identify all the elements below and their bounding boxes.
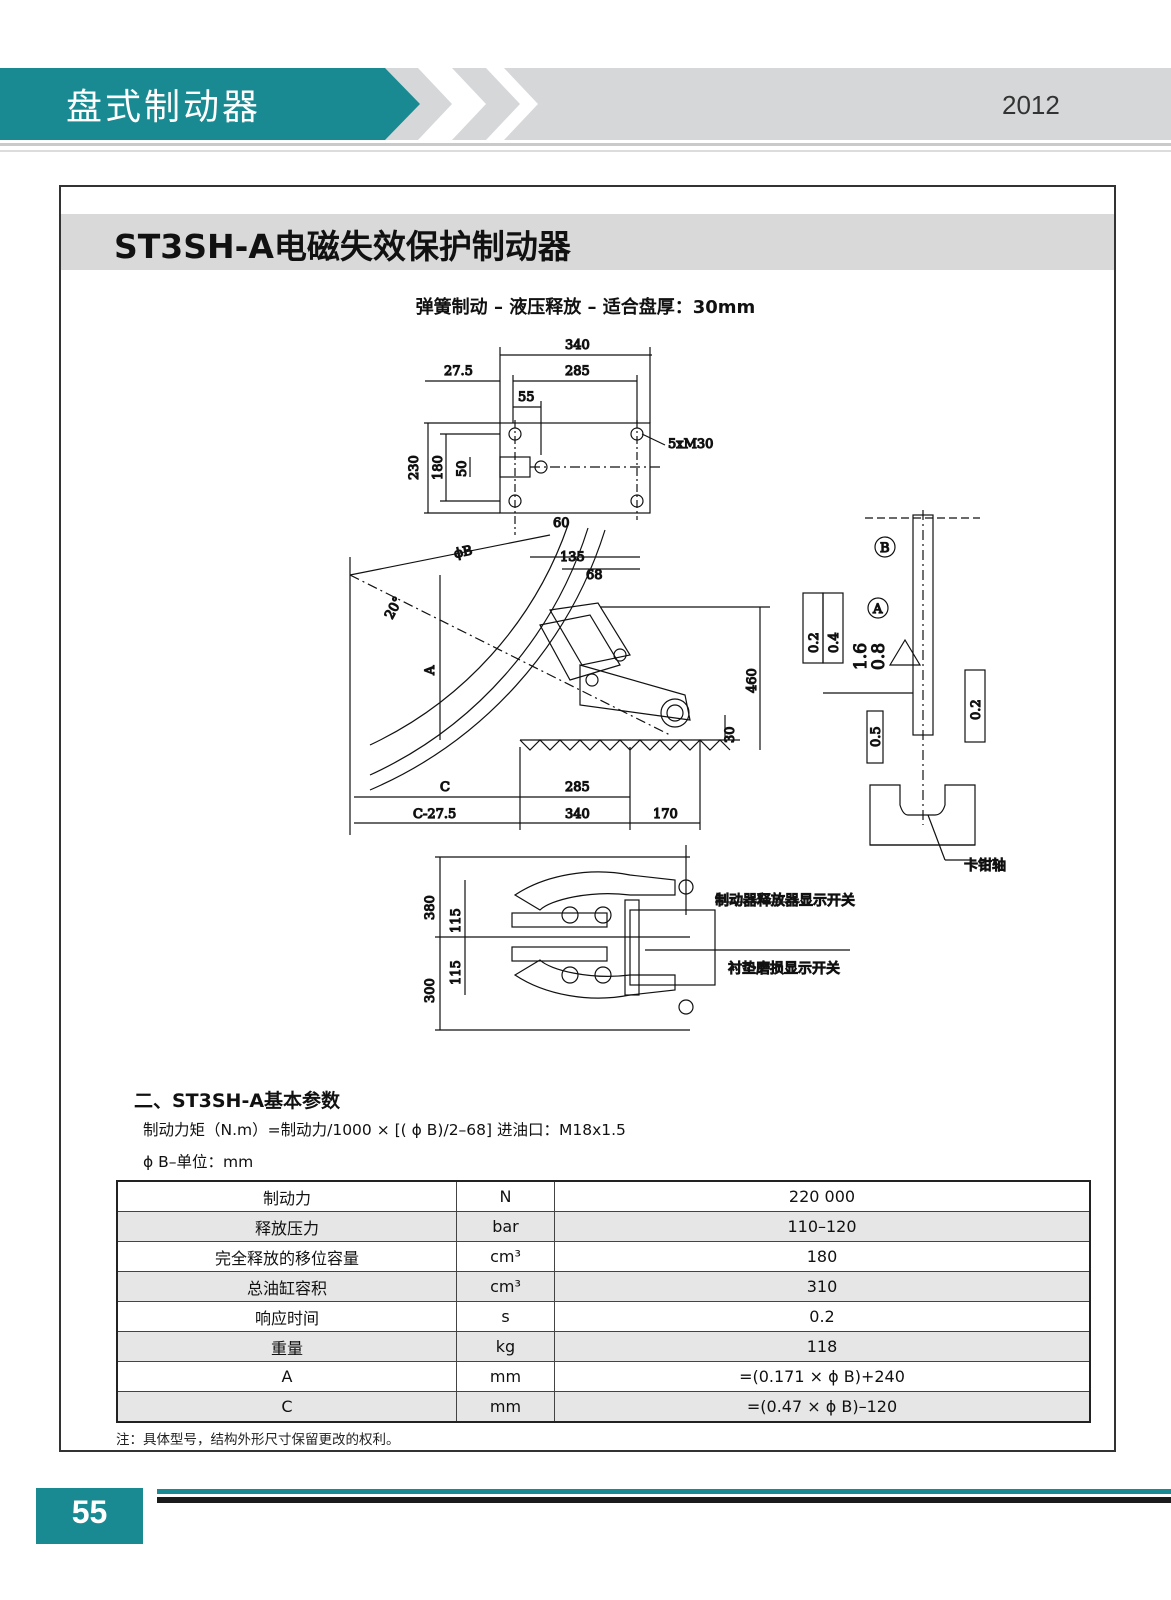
- param-value: =(0.47 × ϕ B)–120: [554, 1391, 1091, 1423]
- param-unit: s: [456, 1301, 555, 1332]
- dim-340-top: 340: [565, 338, 590, 353]
- dim-340-bottom: 340: [565, 807, 590, 822]
- datum-B: B: [880, 541, 890, 556]
- dim-C: C: [440, 780, 450, 795]
- dim-55: 55: [518, 390, 535, 405]
- category-title: 盘式制动器: [66, 87, 262, 128]
- tol-0-4-B: 0.4: [827, 632, 842, 653]
- top-view-plate: [424, 347, 666, 535]
- dim-c-minus: C-27.5: [413, 807, 456, 822]
- dim-bolts: 5xM30: [668, 437, 713, 452]
- title-band: [61, 214, 1114, 270]
- param-unit: bar: [456, 1211, 555, 1242]
- bottom-view-caliper: [435, 845, 850, 1031]
- table-row: 制动力 N 220 000: [116, 1180, 1091, 1212]
- dim-300: 300: [423, 978, 438, 1003]
- param-unit: kg: [456, 1331, 555, 1362]
- product-subtitle: 弹簧制动 – 液压释放 – 适合盘厚：30mm: [415, 297, 756, 318]
- page-number-box: [36, 1488, 143, 1544]
- param-value: 110–120: [554, 1211, 1091, 1242]
- tol-symmetry-0-5: 0.5: [869, 726, 884, 747]
- dim-170: 170: [653, 807, 678, 822]
- callout-release-switch: 制动器释放器显示开关: [715, 893, 855, 909]
- param-name: 释放压力: [116, 1211, 457, 1242]
- content-frame: [59, 185, 1116, 1452]
- technical-drawing: 340 27.5 285 55 5xM30 230 180 50 60 ϕB 1…: [349, 337, 1007, 1031]
- page-number: 55: [71, 1494, 108, 1530]
- param-value: 180: [554, 1241, 1091, 1272]
- param-unit: mm: [456, 1391, 555, 1423]
- footer-rule-teal: [157, 1489, 1171, 1494]
- dim-460: 460: [745, 668, 760, 693]
- param-unit: cm³: [456, 1271, 555, 1302]
- dim-115-a: 115: [449, 908, 464, 933]
- table-row: 重量 kg 118: [116, 1331, 1091, 1362]
- dim-27-5: 27.5: [444, 364, 473, 379]
- unit-note: ϕ B–单位：mm: [143, 1153, 254, 1171]
- shaft-detail: [802, 510, 986, 861]
- param-name: 完全释放的移位容量: [116, 1241, 457, 1272]
- table-row: 释放压力 bar 110–120: [116, 1211, 1091, 1242]
- param-unit: mm: [456, 1361, 555, 1392]
- dim-phiB: ϕB: [453, 543, 474, 562]
- roughness-0-8: 0.8: [869, 643, 889, 670]
- footnote: 注：具体型号，结构外形尺寸保留更改的权利。: [116, 1432, 400, 1448]
- param-name: 制动力: [116, 1180, 457, 1212]
- dim-380: 380: [423, 895, 438, 920]
- header-rule: [0, 143, 1171, 146]
- footer-rule-dark: [157, 1497, 1171, 1503]
- param-value: 220 000: [554, 1180, 1091, 1212]
- torque-formula: 制动力矩（N.m）=制动力/1000 × [( ϕ B)/2–68] 进油口：M…: [143, 1121, 626, 1139]
- tol-0-2-B: 0.2: [807, 632, 822, 653]
- dim-A: A: [423, 665, 438, 676]
- dim-285-bottom: 285: [565, 780, 590, 795]
- param-value: 310: [554, 1271, 1091, 1302]
- param-unit: N: [456, 1180, 555, 1212]
- header-arrow-graphic: [0, 68, 538, 140]
- table-row: 响应时间 s 0.2: [116, 1301, 1091, 1332]
- params-table: 制动力 N 220 000 释放压力 bar 110–120 完全释放的移位容量…: [116, 1180, 1091, 1423]
- header-rule-thin: [0, 150, 1171, 152]
- callout-caliper-shaft: 卡钳轴: [964, 858, 1006, 874]
- param-name: 总油缸容积: [116, 1271, 457, 1302]
- dim-angle-20: 20°: [382, 594, 406, 621]
- tol-parallel-0-2-A: 0.2: [969, 699, 984, 720]
- dim-285-top: 285: [565, 364, 590, 379]
- datum-A: A: [872, 602, 883, 617]
- table-row: A mm =(0.171 × ϕ B)+240: [116, 1361, 1091, 1392]
- dim-230: 230: [407, 455, 422, 480]
- param-name: A: [116, 1361, 457, 1392]
- callout-wear-switch: 衬垫磨损显示开关: [728, 961, 840, 977]
- dim-115-b: 115: [449, 960, 464, 985]
- dim-30: 30: [723, 726, 738, 743]
- dim-50: 50: [455, 460, 470, 477]
- param-value: 118: [554, 1331, 1091, 1362]
- product-title: ST3SH-A电磁失效保护制动器: [114, 227, 571, 266]
- table-row: 完全释放的移位容量 cm³ 180: [116, 1241, 1091, 1272]
- table-row: C mm =(0.47 × ϕ B)–120: [116, 1391, 1091, 1423]
- table-row: 总油缸容积 cm³ 310: [116, 1271, 1091, 1302]
- catalog-year: 2012: [1002, 90, 1060, 120]
- param-value: =(0.171 × ϕ B)+240: [554, 1361, 1091, 1392]
- dim-68: 68: [586, 568, 603, 583]
- dim-180: 180: [431, 455, 446, 480]
- dim-135: 135: [560, 550, 585, 565]
- side-view-caliper: [349, 524, 770, 835]
- param-unit: cm³: [456, 1241, 555, 1272]
- param-name: 响应时间: [116, 1301, 457, 1332]
- param-value: 0.2: [554, 1301, 1091, 1332]
- param-name: C: [116, 1391, 457, 1423]
- roughness-1-6: 1.6: [851, 643, 871, 670]
- params-section-title: 二、ST3SH-A基本参数: [134, 1090, 341, 1112]
- dim-60: 60: [553, 516, 570, 531]
- param-name: 重量: [116, 1331, 457, 1362]
